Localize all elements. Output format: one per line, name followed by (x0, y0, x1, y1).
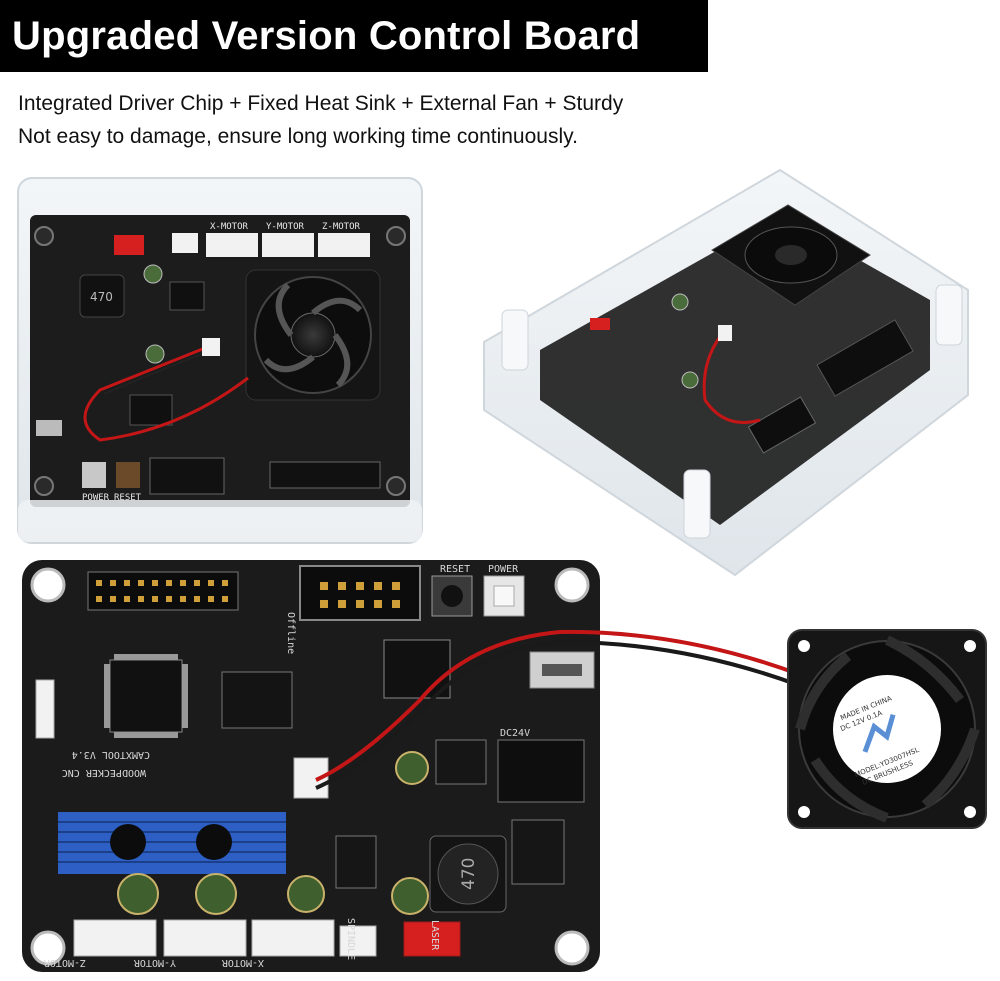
inductor-label: 470 (459, 858, 479, 890)
z-motor-label-small: Z-MOTOR (322, 222, 361, 232)
bare-control-board: Offline RESET POWER WOODPECKER CNC CAMXT… (22, 560, 600, 972)
board-fan (245, 269, 381, 401)
reset-label: RESET (440, 564, 470, 575)
x-motor-label: X-MOTOR (221, 957, 264, 968)
case-fan (711, 204, 871, 306)
motor-connectors (73, 919, 461, 957)
model-label: CAMXTOOL V3.4 (72, 749, 150, 760)
inductor-label-small: 470 (90, 290, 113, 304)
power-label-small: POWER (82, 493, 110, 503)
banner-title: Upgraded Version Control Board (0, 0, 708, 72)
heatsink (58, 812, 286, 874)
x-motor-label-small: X-MOTOR (210, 222, 249, 232)
subtitle-line-2: Not easy to damage, ensure long working … (18, 125, 578, 148)
y-motor-label-small: Y-MOTOR (266, 222, 305, 232)
dc24v-label: DC24V (500, 728, 530, 739)
subtitle-line-1: Integrated Driver Chip + Fixed Heat Sink… (18, 92, 624, 115)
y-motor-label: Y-MOTOR (133, 957, 176, 968)
capacitors (117, 751, 429, 915)
laser-label: LASER (429, 920, 440, 951)
reset-label-small: RESET (114, 493, 142, 503)
offline-label: Offline (285, 612, 296, 654)
enclosure-front-view: X-MOTOR Y-MOTOR Z-MOTOR 470 PO (17, 177, 423, 544)
z-motor-label: Z-MOTOR (43, 957, 86, 968)
enclosure-angled-view (483, 168, 969, 577)
spindle-label: SPINDLE (345, 918, 356, 960)
power-label: POWER (488, 564, 519, 575)
fan-cable (315, 629, 839, 790)
brand-label: WOODPECKER CNC (62, 767, 146, 778)
external-fan: MADE IN CHINA DC 12V 0.1A MODEL:YD3007HS… (787, 629, 987, 829)
